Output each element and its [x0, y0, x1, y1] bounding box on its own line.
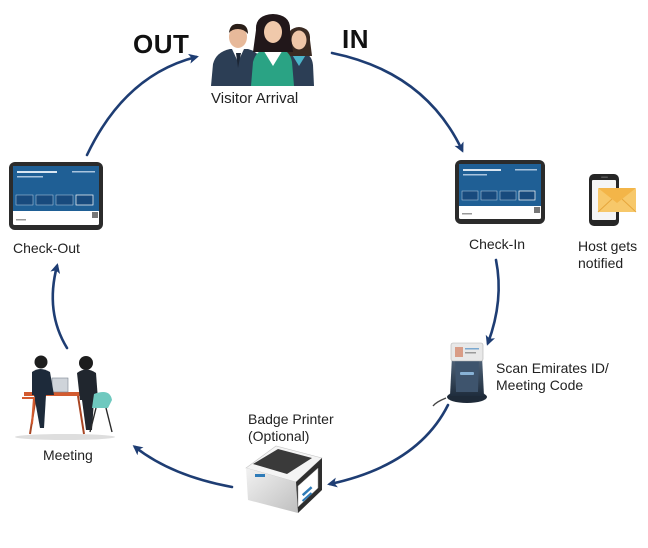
arrow-checkin-to-scan	[485, 258, 500, 346]
label-printer-icon	[245, 445, 323, 513]
meeting-label: Meeting	[43, 447, 93, 463]
badge-printer-label: Badge Printer (Optional)	[248, 411, 334, 445]
in-direction-label: IN	[342, 24, 369, 54]
id-scanner-icon	[432, 342, 487, 407]
arrow-scan-to-printer	[327, 403, 450, 488]
visitor-arrival-label: Visitor Arrival	[211, 90, 299, 107]
check-out-tablet-icon	[9, 162, 103, 230]
scan-id-label: Scan Emirates ID/ Meeting Code	[496, 360, 609, 394]
phone-mail-icon	[589, 174, 637, 226]
check-in-label: Check-In	[469, 236, 526, 252]
arrow-printer-to-meeting	[132, 445, 234, 489]
meeting-table-icon	[15, 355, 115, 440]
arrow-arrival-to-checkin	[330, 51, 464, 153]
host-notified-label: Host gets notified	[578, 238, 637, 272]
scan-id-line1: Scan Emirates ID/	[496, 360, 609, 376]
check-in-tablet-icon	[455, 160, 545, 224]
host-notified-line1: Host gets	[578, 238, 638, 254]
out-direction-label: OUT	[133, 29, 190, 59]
scan-id-line2: Meeting Code	[496, 377, 584, 393]
host-notified-line2: notified	[578, 255, 624, 271]
arrow-meeting-to-checkout	[50, 263, 69, 350]
check-out-label: Check-Out	[13, 240, 80, 256]
visitors-group-icon	[211, 14, 314, 86]
arrow-checkout-to-arrival	[85, 53, 199, 157]
badge-printer-line2: (Optional)	[248, 428, 310, 444]
badge-printer-line1: Badge Printer	[248, 411, 334, 427]
